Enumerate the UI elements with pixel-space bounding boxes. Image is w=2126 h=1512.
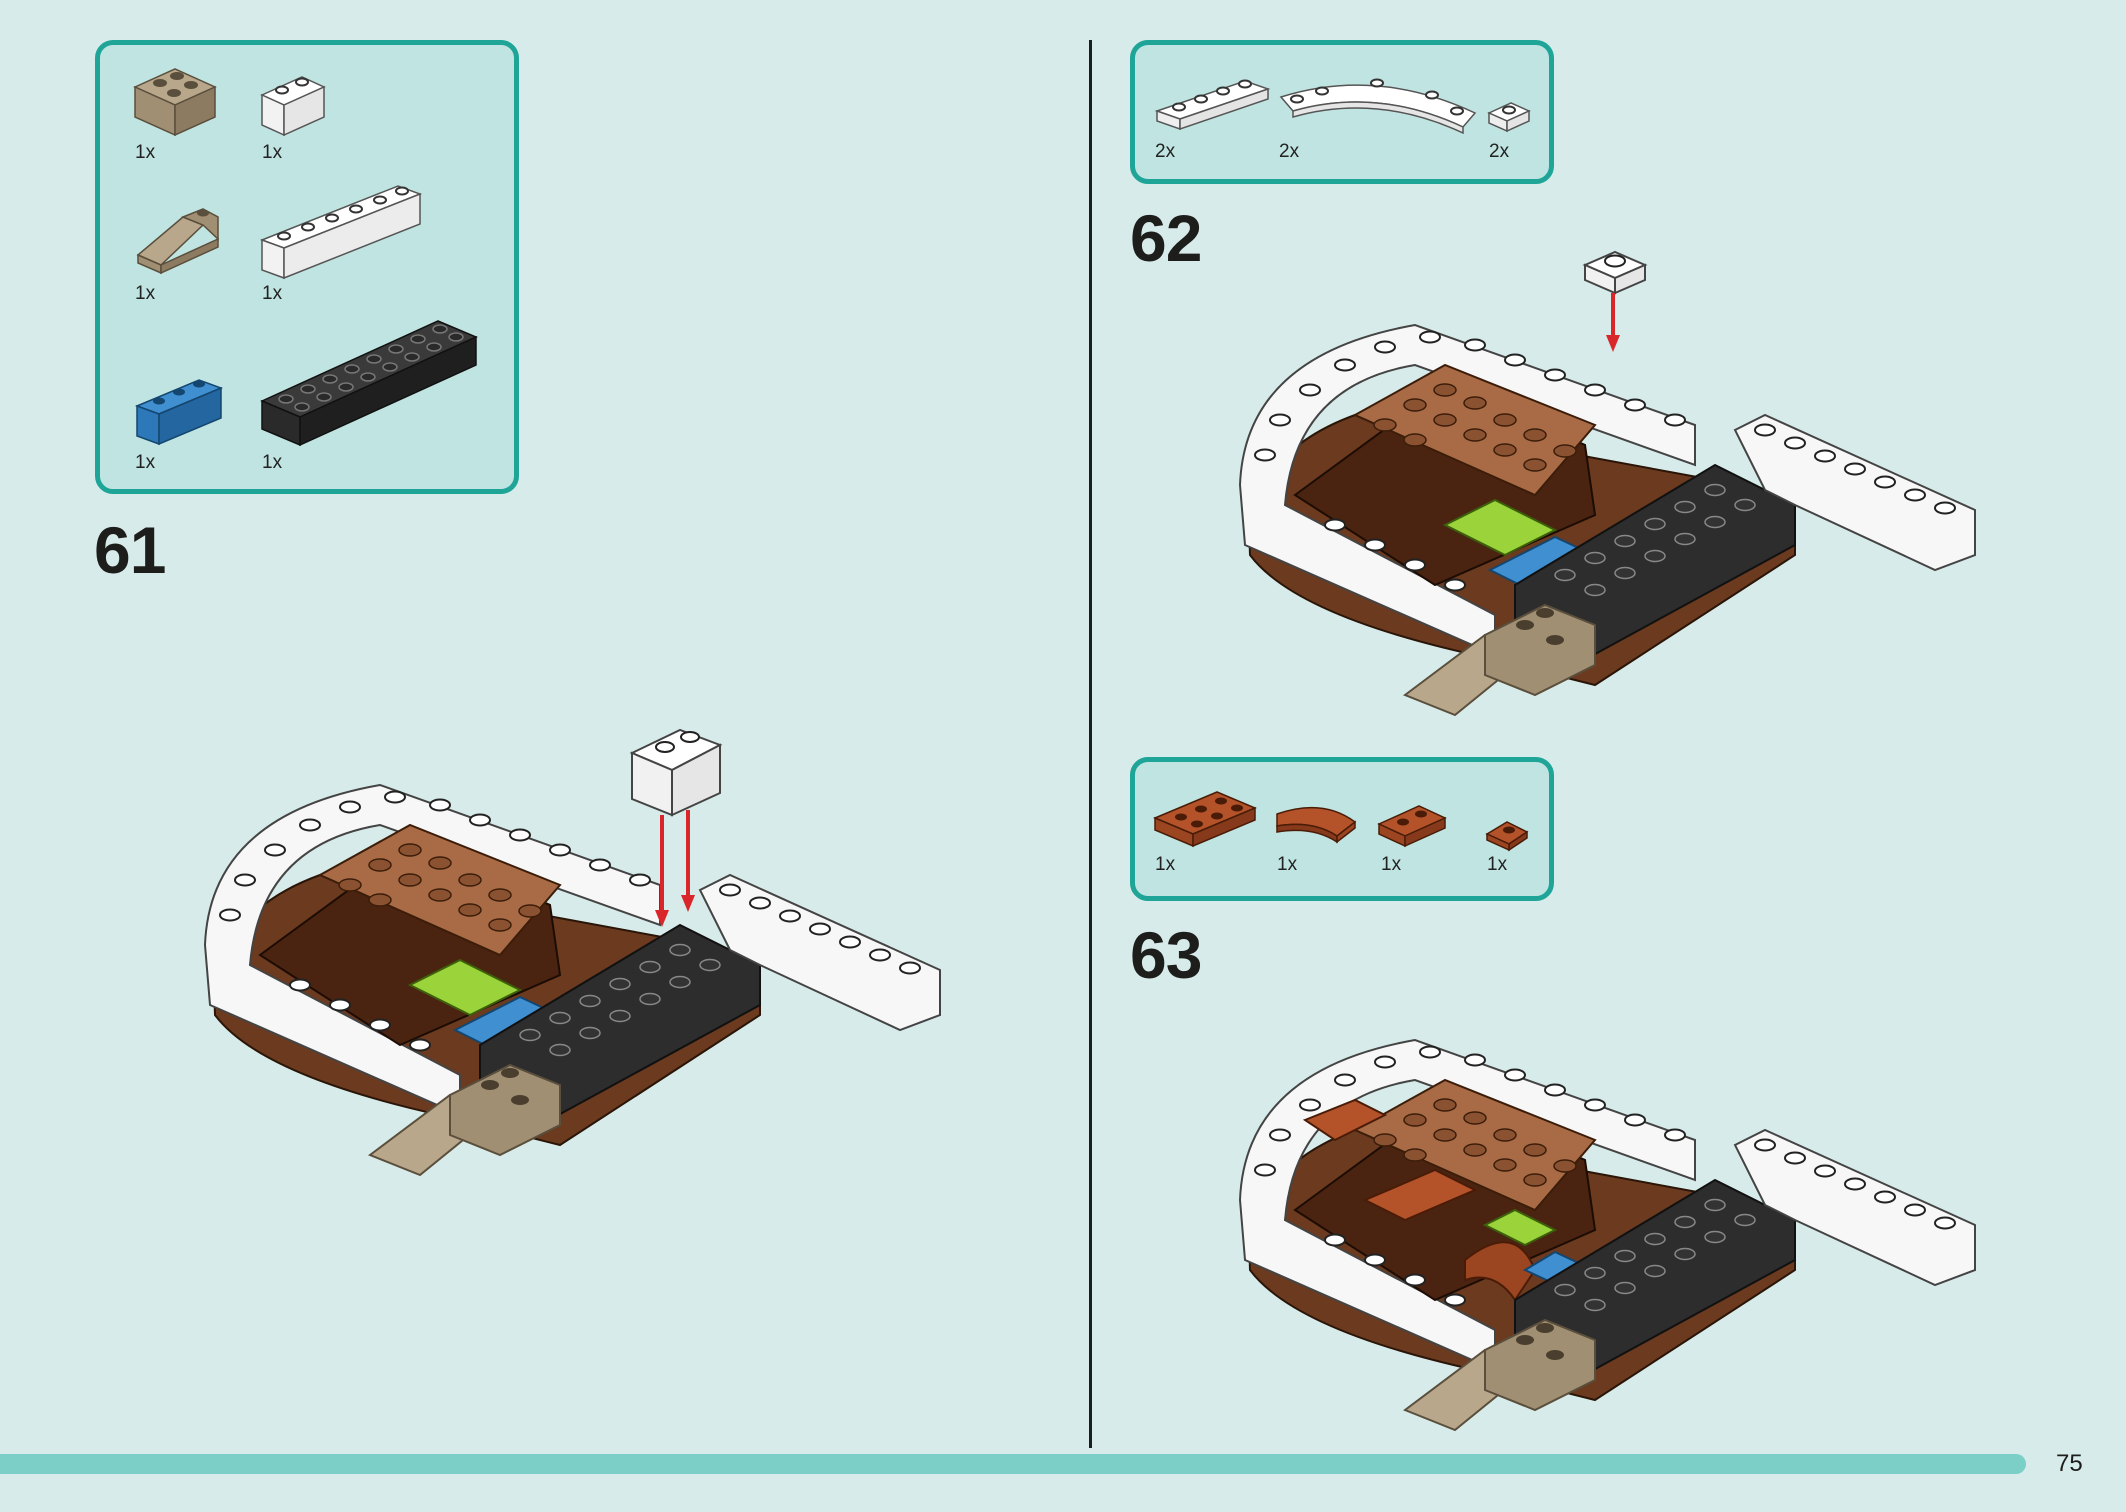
- page-number: 75: [2056, 1450, 2083, 1477]
- reddish-brown-plate-2x3-icon: [1153, 791, 1257, 848]
- white-plate-1x1-icon: [1487, 102, 1531, 133]
- part-quantity: 1x: [135, 452, 156, 473]
- part-quantity: 1x: [1487, 854, 1508, 875]
- page-divider: [1089, 40, 1092, 1448]
- model-illustration-step-62: [1238, 250, 1976, 717]
- tan-brick-2x2-icon: [133, 68, 217, 137]
- part-quantity: 1x: [262, 142, 283, 163]
- blue-brick-1x3-icon: [134, 379, 224, 446]
- part-quantity: 1x: [135, 283, 156, 304]
- white-curved-plate-icon: [1279, 78, 1477, 135]
- part-quantity: 1x: [262, 283, 283, 304]
- model-illustration-step-63: [1238, 1038, 1976, 1432]
- progress-bar: [0, 1454, 2026, 1474]
- parts-callout-step-62: 2x 2x 2x: [1130, 40, 1554, 184]
- white-brick-1x6-icon: [259, 185, 423, 280]
- black-brick-2x8-icon: [260, 320, 478, 447]
- part-quantity: 1x: [1277, 854, 1298, 875]
- reddish-brown-plate-1x2-icon: [1377, 805, 1447, 848]
- part-quantity: 2x: [1279, 141, 1300, 162]
- step-number: 62: [1130, 201, 1202, 275]
- reddish-brown-wedge-plate-icon: [1485, 821, 1529, 852]
- white-plate-1x4-icon: [1154, 79, 1271, 131]
- part-quantity: 1x: [262, 452, 283, 473]
- reddish-brown-curved-tile-icon: [1276, 806, 1357, 844]
- parts-callout-step-63: 1x 1x 1x 1x: [1130, 757, 1554, 901]
- white-brick-1x2-icon: [260, 76, 326, 137]
- part-quantity: 2x: [1489, 141, 1510, 162]
- part-quantity: 2x: [1155, 141, 1176, 162]
- step-number: 63: [1130, 918, 1202, 992]
- part-quantity: 1x: [135, 142, 156, 163]
- model-illustration-step-61: [203, 728, 941, 1177]
- step-number: 61: [94, 513, 166, 587]
- tan-slope-brick-icon: [136, 208, 219, 275]
- part-quantity: 1x: [1155, 854, 1176, 875]
- part-quantity: 1x: [1381, 854, 1402, 875]
- parts-callout-step-61: 1x 1x 1x 1x 1x: [95, 40, 519, 494]
